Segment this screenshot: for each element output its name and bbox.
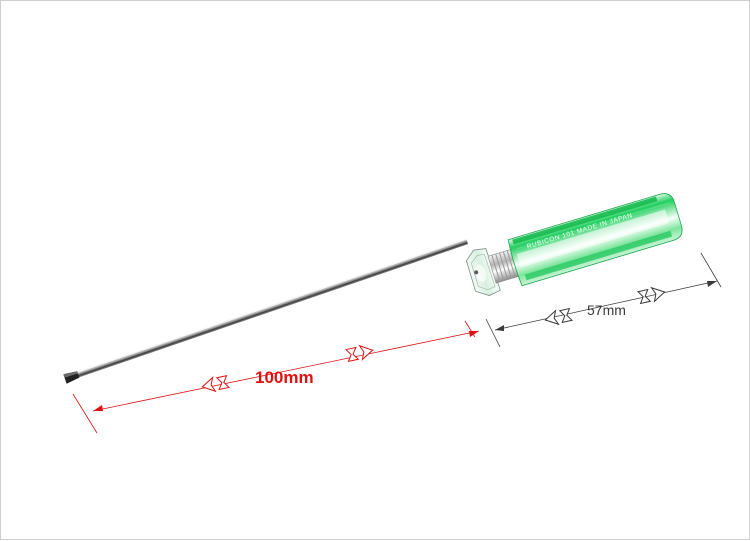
shaft-dimension-line <box>92 330 480 412</box>
arrowhead-handle-right <box>707 281 717 287</box>
screwdriver-handle: RUBICON 101 MADE IN JAPAN <box>465 193 683 296</box>
arrowhead-left <box>93 405 103 411</box>
fletch-arrow-handle-left <box>544 307 574 326</box>
fletch-arrow-handle-right <box>636 286 666 305</box>
screwdriver: RUBICON 101 MADE IN JAPAN <box>63 193 683 384</box>
shaft-dimension <box>72 320 480 434</box>
handle-extension-right <box>700 252 722 288</box>
shaft-extension-left <box>72 393 98 434</box>
fletch-arrow-right <box>345 344 374 362</box>
handle-grip: RUBICON 101 MADE IN JAPAN <box>507 193 683 287</box>
handle-dimension <box>485 252 722 348</box>
arrowhead-right <box>469 331 479 337</box>
handle-collar <box>465 248 501 296</box>
screwdriver-shaft <box>63 238 469 384</box>
handle-length-label: 57mm <box>587 302 626 318</box>
arrowhead-handle-left <box>495 325 504 331</box>
handle-dimension-line <box>494 280 718 331</box>
fletch-arrow-left <box>201 375 230 393</box>
shaft-length-label: 100mm <box>255 368 314 387</box>
handle-extension-left <box>485 318 501 348</box>
